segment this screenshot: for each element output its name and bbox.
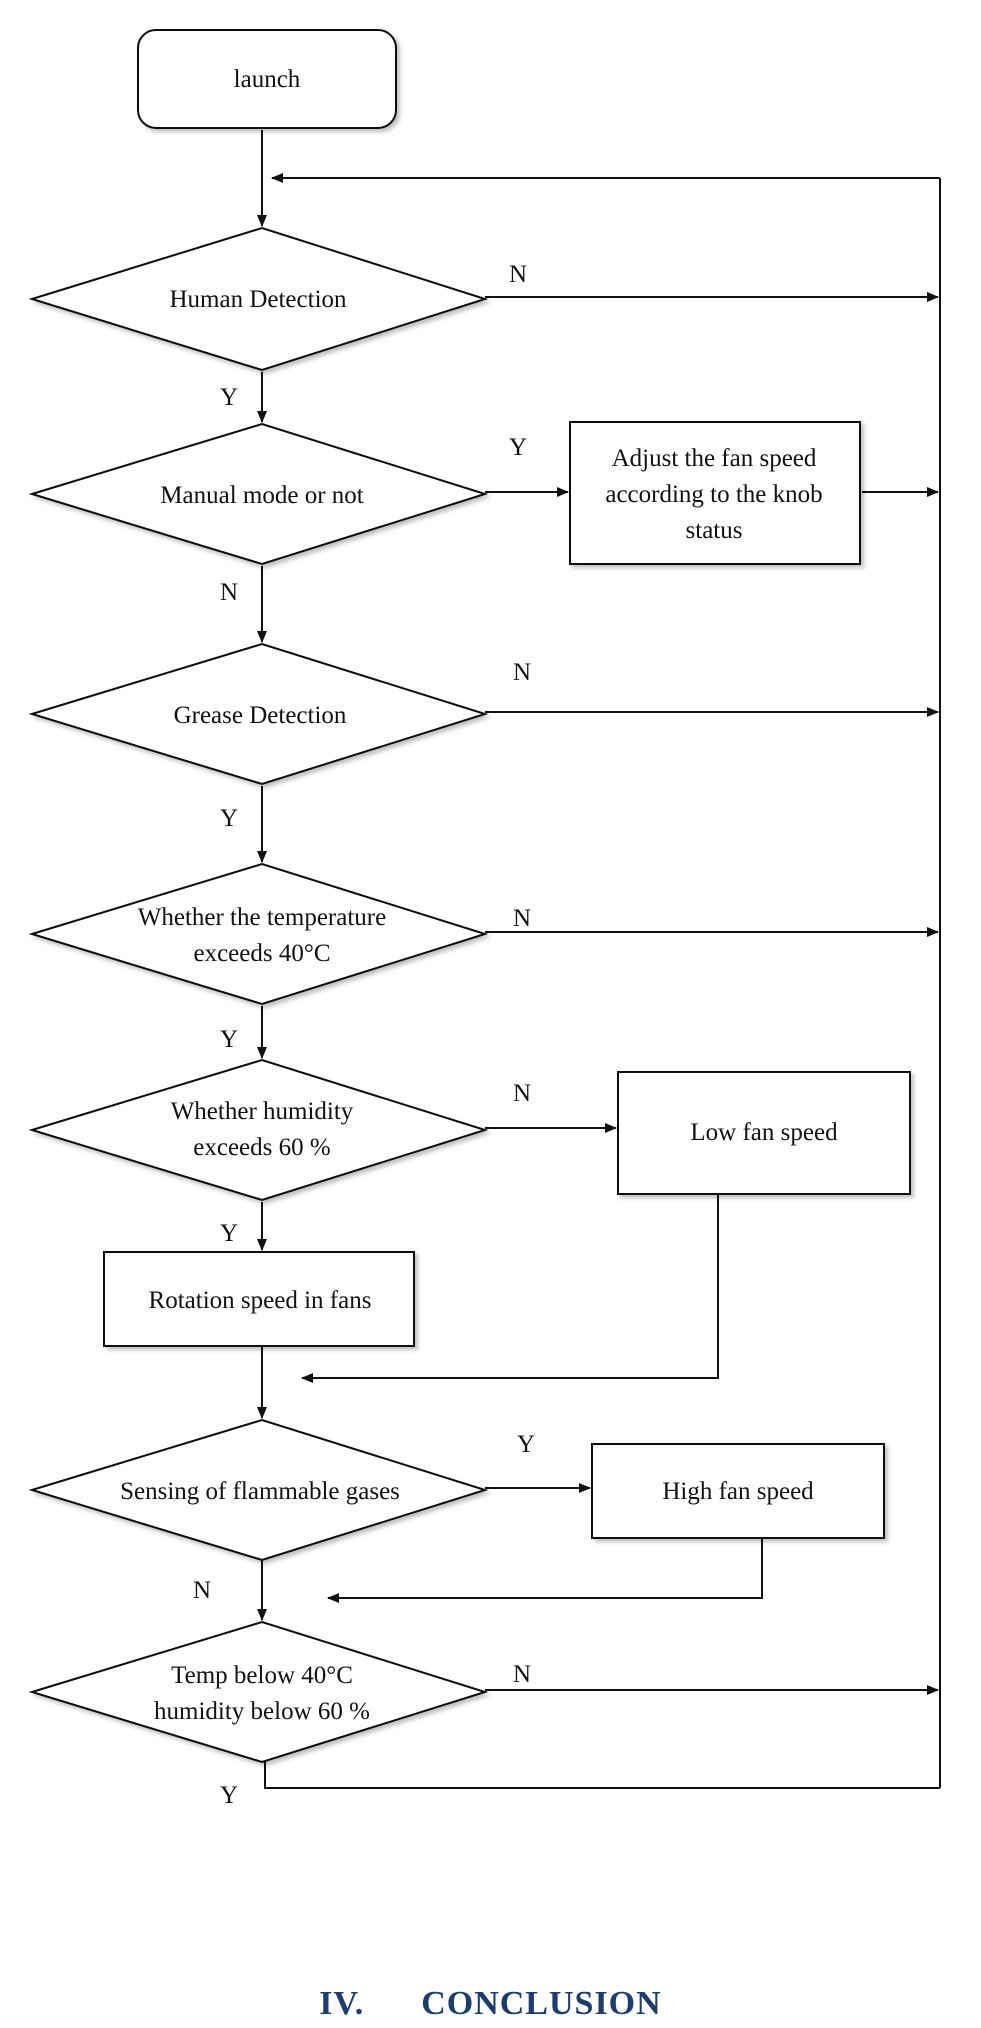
adjust-fan-line-1: Adjust the fan speed — [612, 445, 817, 472]
edge-labels: N Y Y N N Y N Y N Y Y N N Y — [193, 261, 535, 1809]
human-detection-label: Human Detection — [169, 286, 347, 313]
grease-detection-label: Grease Detection — [174, 702, 347, 729]
temperature-diamond — [28, 862, 489, 1006]
shapes — [28, 29, 911, 1764]
humidity-diamond — [28, 1058, 489, 1202]
temperature-line-1: Whether the temperature — [138, 904, 386, 931]
edge-lowfan-return — [301, 1185, 719, 1383]
label-temp-yes: Y — [220, 1026, 238, 1053]
section-number: IV. — [319, 1985, 365, 2022]
label-manual-yes: Y — [509, 434, 527, 461]
below-line-1: Temp below 40°C — [171, 1662, 353, 1689]
connectors — [257, 130, 941, 1789]
humidity-line-2: exceeds 60 % — [193, 1134, 330, 1161]
flammable-gas-diamond — [28, 1418, 489, 1562]
manual-mode-diamond — [28, 422, 489, 566]
adjust-fan-line-3: status — [686, 517, 743, 544]
temperature-line-2: exceeds 40°C — [193, 940, 330, 967]
grease-detection-diamond — [28, 642, 489, 786]
section-title: CONCLUSION — [421, 1985, 662, 2022]
low-fan-box — [617, 1071, 911, 1195]
human-detection-diamond — [28, 226, 489, 372]
label-human-no: N — [509, 261, 527, 288]
humidity-line-1: Whether humidity — [171, 1098, 354, 1125]
adjust-fan-box — [569, 421, 861, 565]
label-human-yes: Y — [220, 384, 238, 411]
label-below-yes: Y — [220, 1782, 238, 1809]
flammable-gas-label: Sensing of flammable gases — [120, 1478, 400, 1505]
node-labels: launch Human Detection Manual mode or no… — [120, 66, 838, 1725]
low-fan-label: Low fan speed — [690, 1119, 838, 1146]
high-fan-box — [591, 1443, 885, 1539]
label-below-no: N — [513, 1661, 531, 1688]
manual-mode-label: Manual mode or not — [160, 482, 363, 509]
adjust-fan-line-2: according to the knob — [605, 481, 822, 508]
label-humidity-yes: Y — [220, 1220, 238, 1247]
label-humidity-no: N — [513, 1080, 531, 1107]
below-line-2: humidity below 60 % — [154, 1698, 370, 1725]
label-temp-no: N — [513, 905, 531, 932]
rotation-speed-box — [103, 1251, 415, 1347]
edge-highfan-return — [327, 1538, 763, 1603]
launch-terminal — [137, 29, 397, 129]
label-grease-yes: Y — [220, 805, 238, 832]
label-manual-no: N — [220, 579, 238, 606]
label-gas-yes: Y — [517, 1431, 535, 1458]
rotation-speed-label: Rotation speed in fans — [149, 1287, 372, 1314]
label-grease-no: N — [513, 659, 531, 686]
loop-bottom-line — [264, 1760, 940, 1789]
launch-label: launch — [234, 66, 301, 93]
below-threshold-diamond — [28, 1620, 489, 1764]
high-fan-label: High fan speed — [662, 1478, 814, 1505]
label-gas-no: N — [193, 1577, 211, 1604]
section-heading: IV. CONCLUSION — [0, 1985, 981, 2023]
